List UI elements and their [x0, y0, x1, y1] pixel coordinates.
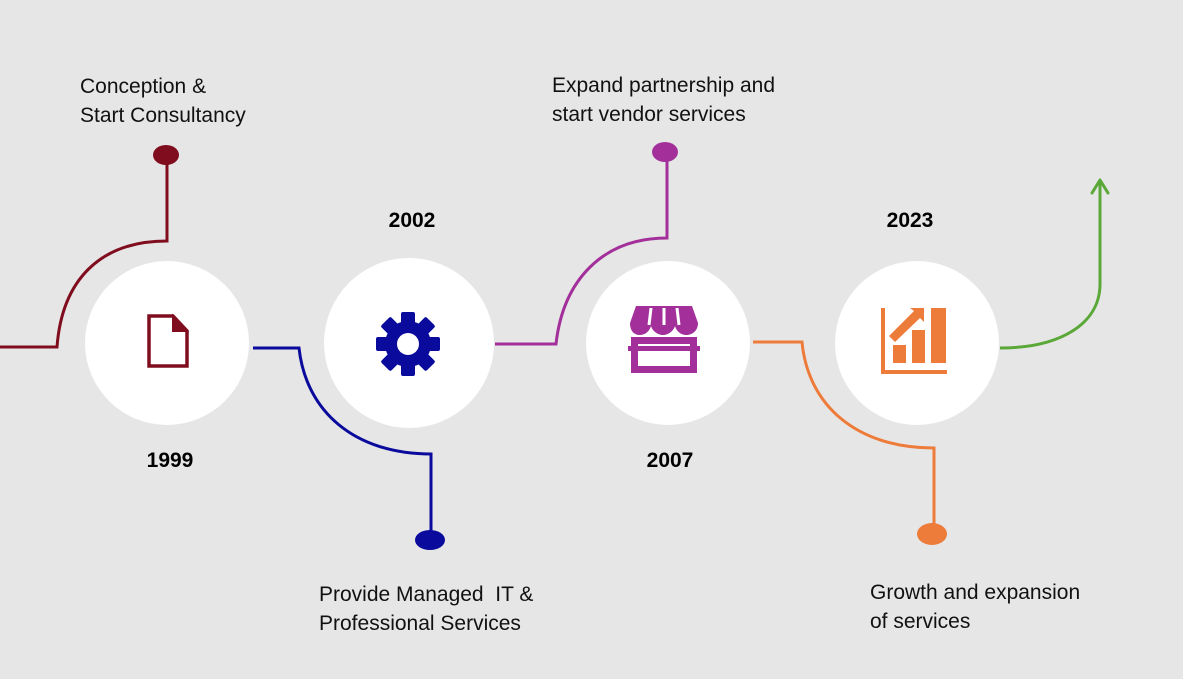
growth-arrow-line [999, 182, 1102, 350]
milestone-label-2002: Provide Managed IT & Professional Servic… [319, 580, 533, 638]
marker-dot-2002 [415, 530, 445, 550]
connector-2002 [253, 346, 433, 538]
label-line: of services [870, 610, 971, 633]
milestone-label-2023: Growth and expansion of services [870, 578, 1080, 636]
storefront-icon [628, 306, 700, 373]
label-line: Expand partnership and [552, 74, 775, 97]
year-2002: 2002 [388, 209, 436, 232]
milestone-label-2007: Expand partnership and start vendor serv… [552, 71, 775, 129]
label-line: Conception & [80, 75, 207, 98]
connector-1999 [0, 156, 169, 349]
arrow-up-icon [1090, 178, 1110, 195]
marker-dot-1999 [153, 145, 179, 165]
marker-dot-2023 [917, 523, 947, 545]
document-icon [147, 313, 190, 368]
milestone-label-1999: Conception & Start Consultancy [80, 72, 246, 130]
connector-2007 [495, 153, 669, 346]
year-1999: 1999 [146, 449, 194, 472]
year-2007: 2007 [646, 449, 694, 472]
label-line: Professional Services [319, 612, 521, 635]
label-line: start vendor services [552, 103, 746, 126]
marker-dot-2007 [652, 142, 678, 162]
growth-chart-icon [881, 308, 947, 374]
label-line: Growth and expansion [870, 581, 1081, 604]
connector-2023 [753, 340, 936, 533]
label-line: Provide Managed IT & [319, 583, 534, 606]
gear-icon [376, 312, 440, 376]
label-line: Start Consultancy [80, 104, 246, 127]
year-2023: 2023 [886, 209, 934, 232]
